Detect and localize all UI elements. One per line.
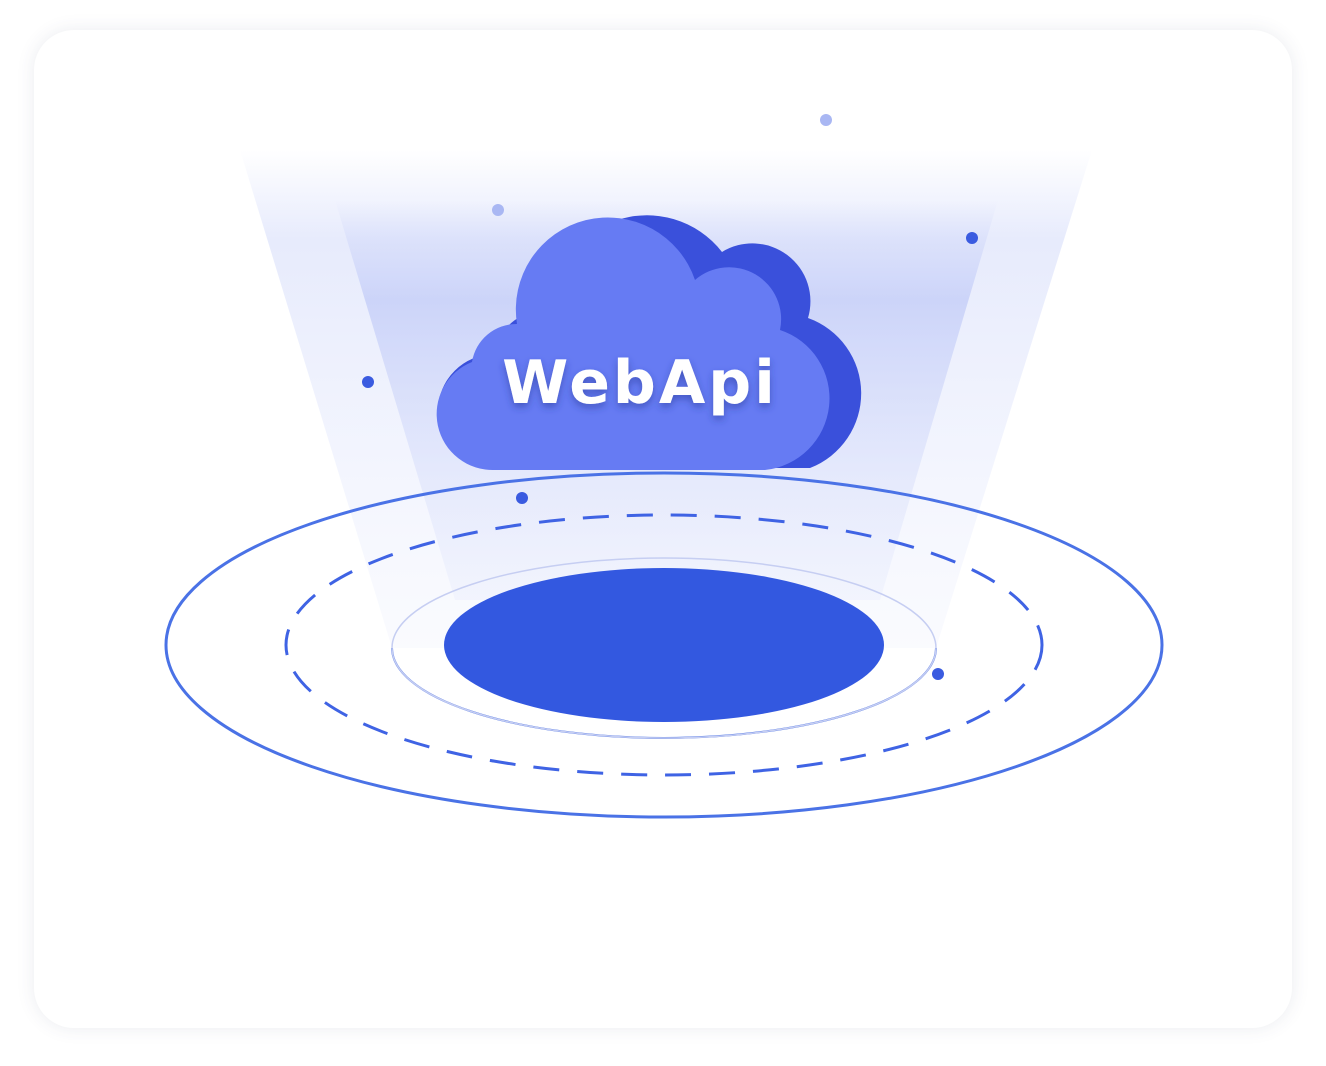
outer-ring xyxy=(164,471,1164,819)
cloud-label: WebApi xyxy=(502,348,778,418)
dashed-ring xyxy=(284,513,1044,777)
pin-left xyxy=(362,376,374,560)
pin-top-left xyxy=(492,204,504,340)
cloud-icon: WebApi xyxy=(436,215,862,471)
platform-rim-faint xyxy=(391,557,937,739)
pin-bottom-right xyxy=(932,668,944,840)
pin-center xyxy=(516,492,528,630)
platform-disc xyxy=(444,568,884,722)
pin-right xyxy=(966,232,978,410)
pin-top-right xyxy=(820,114,832,290)
cloud-front-shape xyxy=(436,217,830,471)
